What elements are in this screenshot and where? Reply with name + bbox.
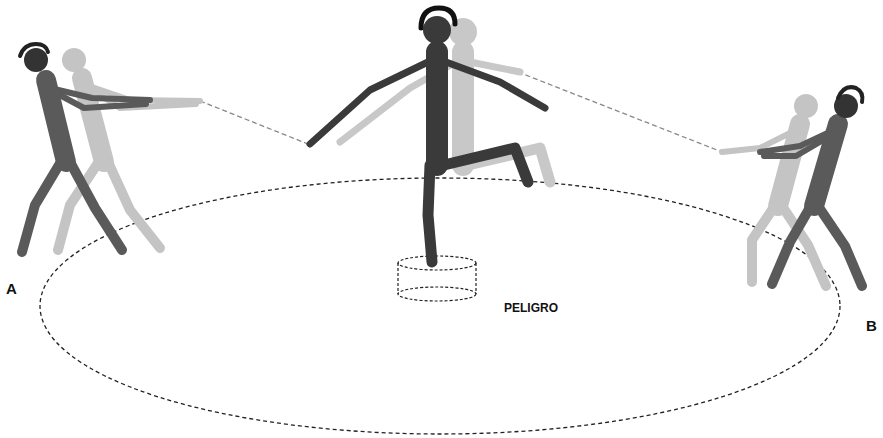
pulling-figure xyxy=(20,44,150,252)
danger-zone xyxy=(40,178,840,434)
person-label: A xyxy=(6,281,17,296)
person-label: B xyxy=(866,318,877,333)
balancing-figure-ghost xyxy=(340,18,550,182)
pulling-figure xyxy=(760,87,862,286)
pulling-figure-ghost xyxy=(58,48,200,250)
balancing-figure xyxy=(310,8,545,262)
zone-label: PELIGRO xyxy=(504,302,558,314)
